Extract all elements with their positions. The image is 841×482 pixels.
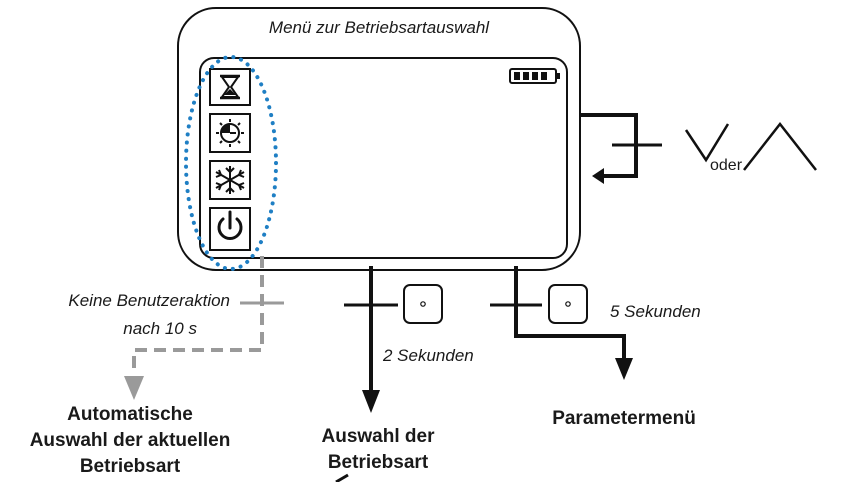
oder-label: oder — [710, 157, 743, 174]
sun-clock-icon[interactable] — [209, 113, 251, 153]
parameter-menu-path — [490, 266, 633, 380]
menu-title: Menü zur Betriebsartauswahl — [269, 18, 490, 37]
cursor-stroke — [335, 473, 349, 482]
mode-select-line2: Betriebsart — [328, 452, 429, 473]
power-icon[interactable] — [209, 207, 251, 251]
five-seconds-label: 5 Sekunden — [610, 302, 701, 321]
ok-button-dot — [565, 301, 571, 307]
mode-selection-highlight — [184, 55, 278, 271]
parameter-menu-label: Parametermenü — [552, 408, 696, 429]
mode-select-path — [344, 266, 398, 413]
timeout-path — [124, 256, 284, 400]
battery-icon — [509, 68, 560, 84]
auto-select-line1: Automatische — [67, 404, 193, 425]
snowflake-icon[interactable] — [209, 160, 251, 200]
ok-button-dot — [420, 301, 426, 307]
up-down-loop — [580, 113, 662, 184]
ok-button-2s[interactable] — [403, 284, 443, 324]
down-button-icon[interactable] — [684, 123, 730, 163]
two-seconds-label: 2 Sekunden — [382, 346, 474, 365]
no-action-label-line1: Keine Benutzeraktion — [68, 291, 230, 310]
hourglass-icon[interactable] — [209, 68, 251, 106]
mode-select-line1: Auswahl der — [322, 426, 436, 447]
device-screen — [199, 57, 568, 259]
auto-select-line3: Betriebsart — [80, 456, 181, 477]
up-button-icon[interactable] — [743, 121, 817, 171]
no-action-label-line2: nach 10 s — [123, 319, 197, 338]
ok-button-5s[interactable] — [548, 284, 588, 324]
auto-select-line2: Auswahl der aktuellen — [30, 430, 231, 451]
